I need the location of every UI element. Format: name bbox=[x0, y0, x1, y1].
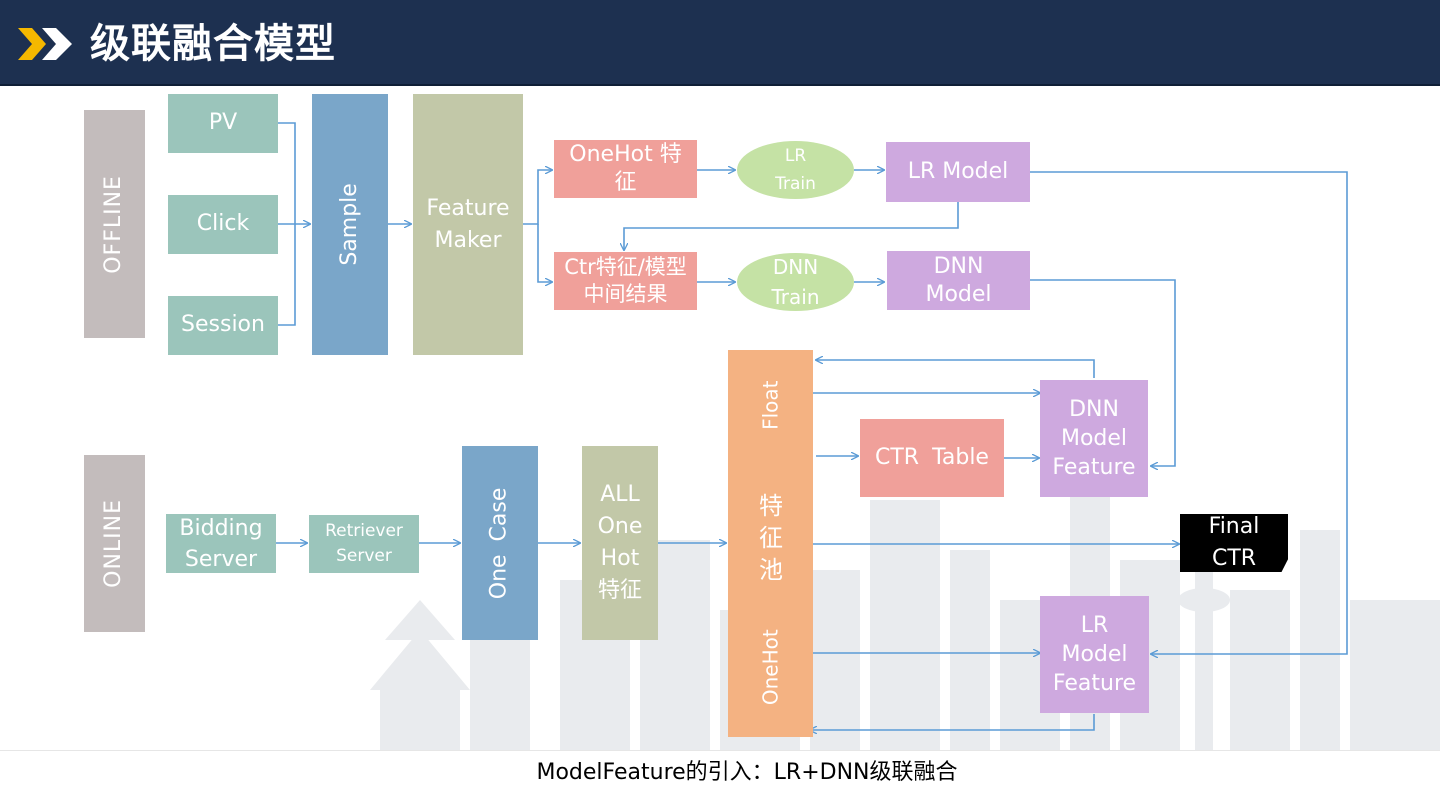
lr-model-feature-box: LR Model Feature bbox=[1040, 596, 1149, 713]
lr-train-label: LR Train bbox=[775, 146, 816, 194]
dnn-model-feature-box: DNN Model Feature bbox=[1040, 380, 1148, 497]
lr-model-feature-label: LR Model Feature bbox=[1052, 613, 1137, 696]
pool-float-label: Float bbox=[758, 380, 783, 430]
sample-box: Sample bbox=[312, 94, 388, 355]
one-case-label: One Case bbox=[486, 487, 512, 599]
dnn-model-box: DNN Model bbox=[887, 251, 1030, 310]
ctr-table-box: CTR Table bbox=[860, 419, 1004, 497]
lr-train-node: LR Train bbox=[737, 141, 854, 199]
double-chevron-icon bbox=[18, 28, 72, 60]
pool-onehot-wrap: OneHot bbox=[728, 620, 813, 715]
pool-onehot-label: OneHot bbox=[758, 629, 783, 706]
source-pv-label: PV bbox=[208, 110, 238, 136]
caption-bar bbox=[0, 750, 1440, 811]
pool-name-label: 特征池 bbox=[759, 492, 783, 584]
ctr-table-label: CTR Table bbox=[875, 444, 989, 470]
dnn-model-label: DNN Model bbox=[925, 253, 992, 307]
dnn-model-feature-label: DNN Model Feature bbox=[1052, 397, 1136, 480]
final-ctr-label: Final CTR bbox=[1208, 514, 1260, 571]
all-onehot-label: ALL One Hot 特征 bbox=[597, 482, 643, 603]
source-click: Click bbox=[168, 195, 278, 254]
source-click-label: Click bbox=[196, 211, 250, 237]
source-session-label: Session bbox=[181, 312, 265, 338]
feature-pool-box: Float 特征池 OneHot bbox=[728, 350, 813, 737]
sample-label: Sample bbox=[336, 183, 362, 266]
dnn-train-node: DNN Train bbox=[737, 253, 854, 311]
lr-model-box: LR Model bbox=[886, 142, 1030, 202]
ctr-feature-box: Ctr特征/模型中间结果 bbox=[554, 252, 697, 310]
bidding-server-label: Bidding Server bbox=[179, 515, 263, 572]
retriever-server-box: Retriever Server bbox=[309, 515, 419, 573]
online-label-text: ONLINE bbox=[101, 499, 127, 588]
dnn-train-label: DNN Train bbox=[771, 255, 820, 309]
source-pv: PV bbox=[168, 94, 278, 153]
title-bar: 级联融合模型 bbox=[0, 0, 1440, 86]
feature-maker-box: Feature Maker bbox=[413, 94, 523, 355]
all-onehot-box: ALL One Hot 特征 bbox=[582, 446, 658, 640]
online-label: ONLINE bbox=[84, 455, 145, 632]
offline-label-text: OFFLINE bbox=[101, 174, 127, 274]
one-case-box: One Case bbox=[462, 446, 538, 640]
offline-label: OFFLINE bbox=[84, 110, 145, 338]
retriever-server-label: Retriever Server bbox=[325, 521, 403, 566]
pool-float-wrap: Float bbox=[728, 370, 813, 440]
page-title: 级联融合模型 bbox=[90, 21, 336, 67]
lr-model-label: LR Model bbox=[907, 158, 1009, 184]
bidding-server-box: Bidding Server bbox=[166, 514, 276, 573]
onehot-feature-box: OneHot 特征 bbox=[554, 140, 697, 198]
source-session: Session bbox=[168, 296, 278, 355]
ctr-feature-label: Ctr特征/模型中间结果 bbox=[564, 255, 687, 306]
feature-maker-label: Feature Maker bbox=[426, 195, 510, 253]
onehot-feature-label: OneHot 特征 bbox=[569, 142, 682, 195]
slide-caption: ModelFeature的引入：LR+DNN级联融合 bbox=[536, 760, 958, 785]
final-ctr-box: Final CTR bbox=[1180, 514, 1288, 572]
